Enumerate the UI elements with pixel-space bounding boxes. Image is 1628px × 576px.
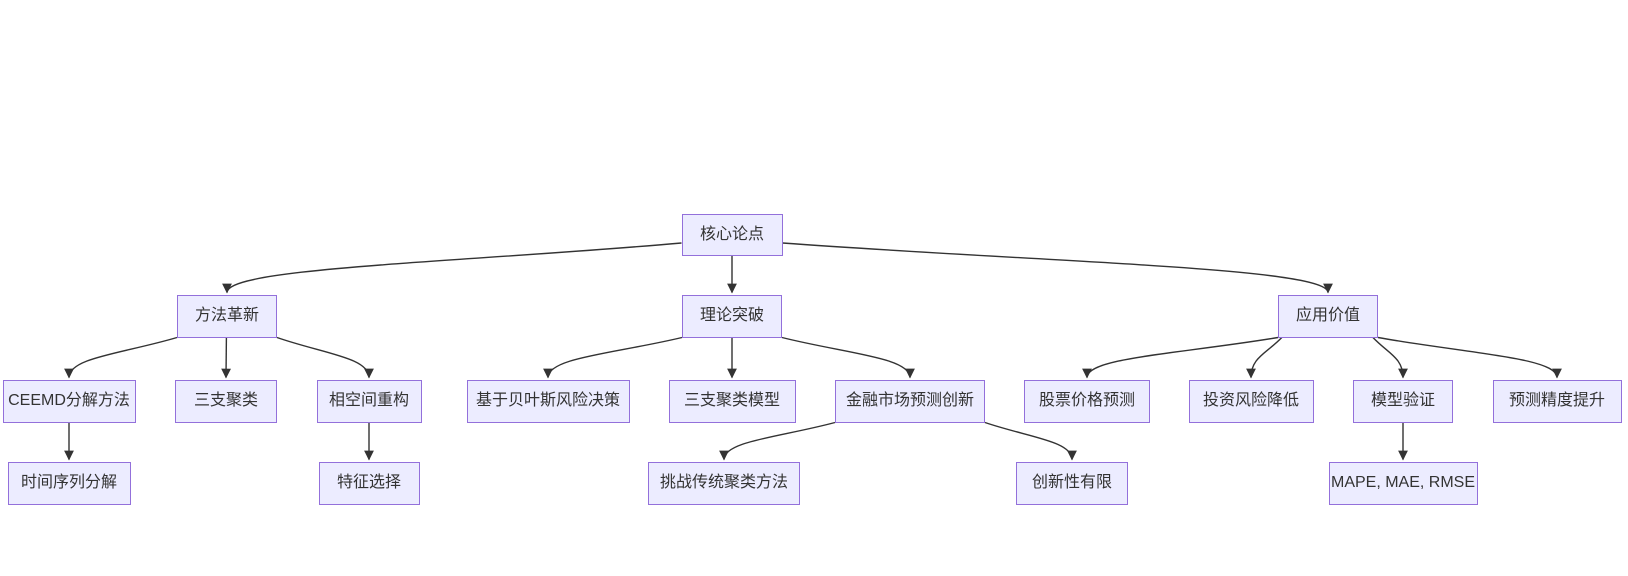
- node-metrics: MAPE, MAE, RMSE: [1328, 461, 1478, 505]
- node-label: 三支聚类: [193, 392, 258, 409]
- node-label: 核心论点: [699, 226, 764, 243]
- node-core: 核心论点: [681, 214, 783, 256]
- node-ts-decomp: 时间序列分解: [7, 461, 131, 505]
- node-innovation: 创新性有限: [1016, 461, 1128, 505]
- node-validation: 模型验证: [1353, 379, 1453, 423]
- node-label: MAPE, MAE, RMSE: [1330, 474, 1476, 491]
- node-precision: 预测精度提升: [1492, 379, 1622, 423]
- node-phase: 相空间重构: [316, 379, 422, 423]
- node-label: 时间序列分解: [20, 474, 117, 491]
- node-label: 三支聚类模型: [683, 392, 780, 409]
- node-method: 方法革新: [177, 294, 277, 338]
- node-three-model: 三支聚类模型: [668, 379, 796, 423]
- node-label: 应用价值: [1295, 307, 1360, 324]
- node-stock: 股票价格预测: [1024, 379, 1150, 423]
- node-label: 方法革新: [194, 307, 259, 324]
- node-label: 金融市场预测创新: [845, 392, 974, 409]
- node-risk: 投资风险降低: [1188, 379, 1314, 423]
- node-label: 创新性有限: [1031, 474, 1112, 491]
- node-ceemd: CEEMD分解方法: [2, 379, 136, 423]
- node-label: 理论突破: [699, 307, 764, 324]
- node-label: 相空间重构: [328, 392, 409, 409]
- node-application: 应用价值: [1278, 294, 1378, 338]
- node-feature: 特征选择: [318, 461, 420, 505]
- node-label: 预测精度提升: [1508, 392, 1605, 409]
- node-bayes: 基于贝叶斯风险决策: [466, 379, 630, 423]
- node-label: 投资风险降低: [1202, 392, 1299, 409]
- node-three-cluster: 三支聚类: [175, 379, 277, 423]
- node-label: 挑战传统聚类方法: [659, 474, 788, 491]
- node-challenge: 挑战传统聚类方法: [648, 461, 800, 505]
- node-label: CEEMD分解方法: [8, 392, 130, 409]
- node-label: 模型验证: [1370, 392, 1435, 409]
- node-finance: 金融市场预测创新: [835, 379, 985, 423]
- node-label: 股票价格预测: [1038, 392, 1135, 409]
- node-theory: 理论突破: [682, 294, 782, 338]
- node-label: 特征选择: [336, 474, 401, 491]
- node-label: 基于贝叶斯风险决策: [475, 392, 620, 409]
